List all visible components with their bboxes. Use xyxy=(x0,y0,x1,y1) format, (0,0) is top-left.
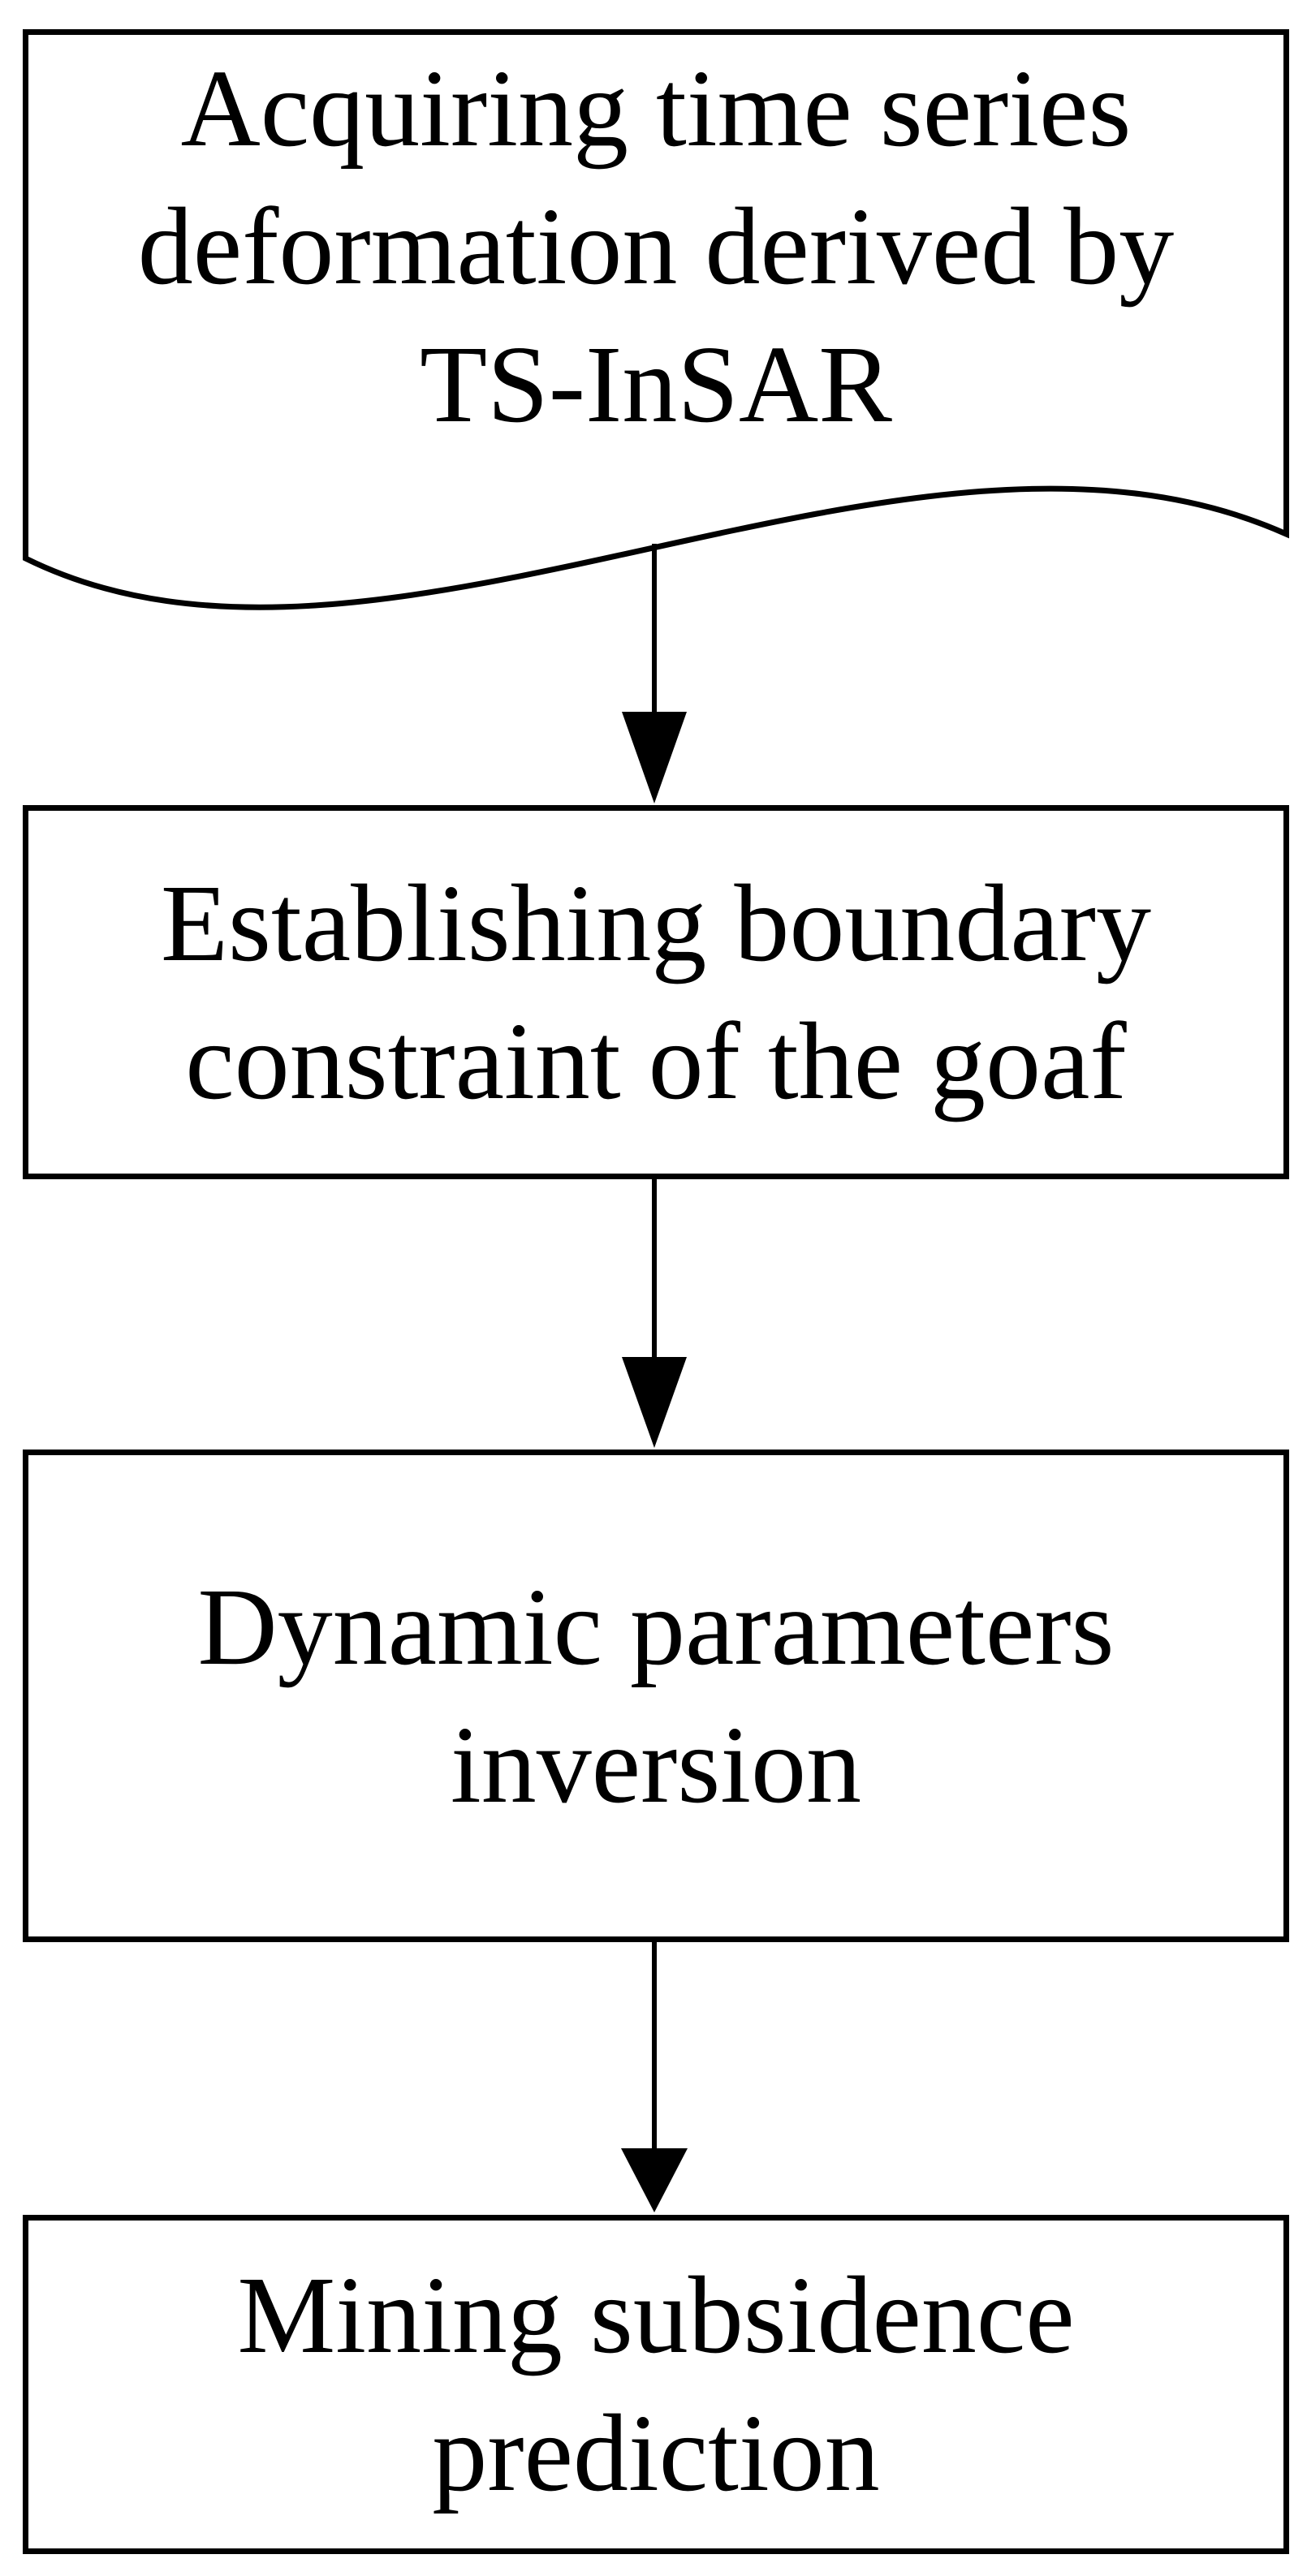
flow-node-acquire-line-2: deformation derived by xyxy=(137,186,1175,308)
arrow-head-icon xyxy=(621,2148,688,2212)
flow-node-inversion-line-2: inversion xyxy=(450,1704,862,1826)
flow-node-prediction: Mining subsidence prediction xyxy=(23,2215,1289,2554)
flow-node-prediction-line-1: Mining subsidence xyxy=(237,2255,1075,2376)
flow-node-boundary-line-1: Establishing boundary xyxy=(160,862,1152,984)
flow-node-boundary-line-2: constraint of the goaf xyxy=(185,1000,1127,1122)
flow-node-acquire-line-1: Acquiring time series xyxy=(180,48,1132,170)
flow-node-acquire-label: Acquiring time series deformation derive… xyxy=(25,40,1287,454)
arrow-head-icon xyxy=(622,1357,687,1448)
document-shape-acquire xyxy=(23,29,1289,610)
flow-node-boundary: Establishing boundary constraint of the … xyxy=(23,805,1289,1179)
flow-node-inversion: Dynamic parameters inversion xyxy=(23,1450,1289,1942)
flow-node-inversion-line-1: Dynamic parameters xyxy=(197,1566,1115,1688)
connector-acquire-to-boundary xyxy=(622,544,687,803)
flow-node-prediction-line-2: prediction xyxy=(432,2393,880,2514)
connector-boundary-to-inversion xyxy=(622,1179,687,1448)
flow-node-acquire-line-3: TS-InSAR xyxy=(420,324,892,446)
arrow-head-icon xyxy=(622,712,687,803)
connector-inversion-to-prediction xyxy=(621,1942,688,2212)
